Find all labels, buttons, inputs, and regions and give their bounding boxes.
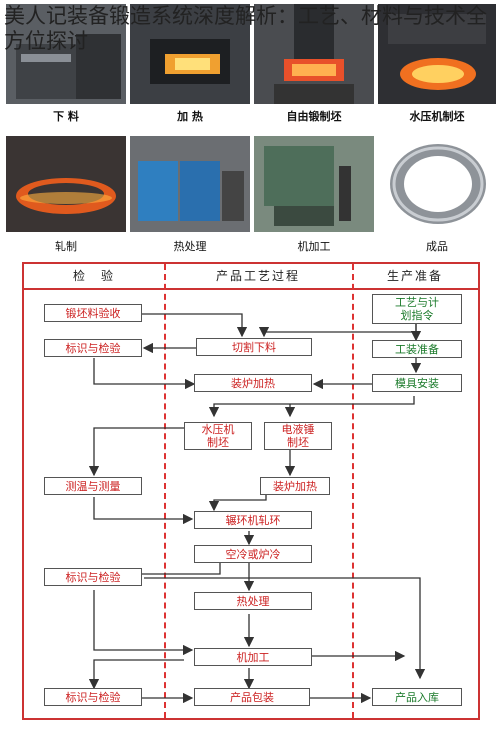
photo-machining [254, 136, 374, 232]
photo-heat-treatment [130, 136, 250, 232]
caption-free-forging: 自由锻制坯 [286, 110, 342, 123]
column-header-process: 产品工艺过程 [215, 269, 300, 283]
box-marking-inspection-3: 标识与检验 [44, 688, 142, 706]
photo-heating [130, 4, 250, 104]
box-furnace-heating-1: 装炉加热 [194, 374, 312, 392]
box-electro-hammer-billet: 电液锤 制坯 [264, 422, 332, 450]
column-header-preparation: 生产准备 [386, 269, 443, 283]
box-marking-inspection-2: 标识与检验 [44, 568, 142, 586]
box-cutting-blanking: 切割下料 [196, 338, 312, 356]
column-divider-right [352, 264, 354, 718]
box-heat-treatment: 热处理 [194, 592, 312, 610]
caption-heat-treatment: 热处理 [173, 240, 207, 253]
caption-rolling: 轧制 [55, 240, 77, 253]
box-hydraulic-billet: 水压机 制坯 [184, 422, 252, 450]
photo-free-forging [254, 4, 374, 104]
column-divider-left [164, 264, 166, 718]
column-header-inspection: 检 验 [72, 269, 115, 283]
box-furnace-heating-2: 装炉加热 [260, 477, 330, 495]
caption-blanking: 下 料 [53, 110, 79, 123]
photo-hydraulic-press [378, 4, 496, 104]
box-cooling: 空冷或炉冷 [194, 545, 312, 563]
header-divider [24, 288, 478, 290]
caption-machining: 机加工 [297, 240, 331, 253]
box-die-installation: 模具安装 [372, 374, 462, 392]
box-temperature-measurement: 测温与测量 [44, 477, 142, 495]
caption-hydraulic-press: 水压机制坯 [409, 110, 465, 123]
box-warehousing: 产品入库 [372, 688, 462, 706]
box-marking-inspection-1: 标识与检验 [44, 339, 142, 357]
photo-finished-product [378, 136, 496, 232]
box-machining: 机加工 [194, 648, 312, 666]
photo-rolling [6, 136, 126, 232]
box-tooling-prep: 工装准备 [372, 340, 462, 358]
box-ring-rolling: 辗环机轧环 [194, 511, 312, 529]
box-billet-acceptance: 锻坯料验收 [44, 304, 142, 322]
caption-finished-product: 成品 [426, 240, 448, 253]
process-flowchart: 检 验 产品工艺过程 生产准备 [22, 262, 480, 720]
page-title: 美人记装备锻造系统深度解析：工艺、材料与技术全方位探讨 [4, 4, 487, 53]
box-packaging: 产品包装 [194, 688, 310, 706]
caption-heating: 加 热 [177, 110, 203, 123]
box-process-plan-order: 工艺与计 划指令 [372, 294, 462, 324]
photo-blanking [6, 4, 126, 104]
